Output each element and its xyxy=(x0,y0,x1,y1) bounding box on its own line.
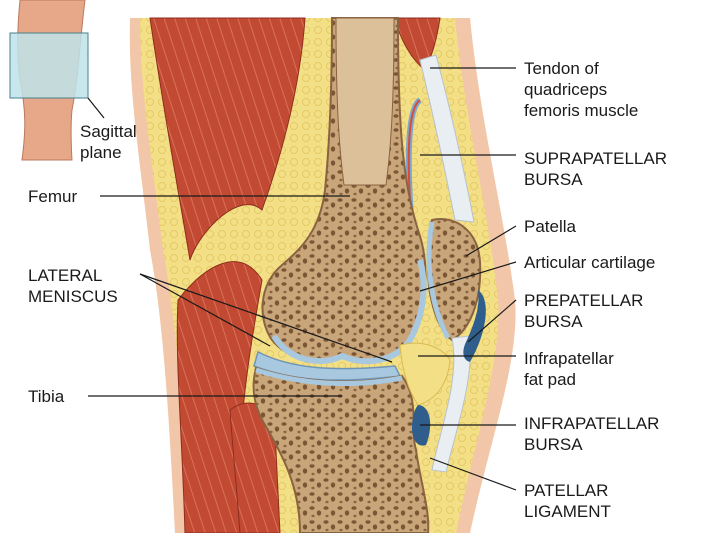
lateral-meniscus-label: LATERAL MENISCUS xyxy=(28,265,118,307)
patellar-ligament-label: PATELLAR LIGAMENT xyxy=(524,480,611,522)
infrapatellar-bursa-label-line2: BURSA xyxy=(524,434,659,455)
sagittal-plane-label-line2: plane xyxy=(80,142,137,163)
patella-label: Patella xyxy=(524,216,576,237)
plane-pointer-line xyxy=(88,98,104,118)
suprapatellar-bursa-label: SUPRAPATELLAR BURSA xyxy=(524,148,667,190)
suprapatellar-bursa-label-line2: BURSA xyxy=(524,169,667,190)
suprapatellar-bursa-label-line1: SUPRAPATELLAR xyxy=(524,148,667,169)
quadriceps-tendon-label-line1: Tendon of xyxy=(524,58,638,79)
patellar-ligament-label-line2: LIGAMENT xyxy=(524,501,611,522)
patellar-ligament-label-line1: PATELLAR xyxy=(524,480,611,501)
quadriceps-tendon-label-line3: femoris muscle xyxy=(524,100,638,121)
articular-cartilage-label: Articular cartilage xyxy=(524,252,655,273)
infrapatellar-bursa-label: INFRAPATELLAR BURSA xyxy=(524,413,659,455)
infrapatellar-fat-pad-label: Infrapatellar fat pad xyxy=(524,348,614,390)
infrapatellar-fat-pad-label-line1: Infrapatellar xyxy=(524,348,614,369)
quadriceps-tendon-label-line2: quadriceps xyxy=(524,79,638,100)
sagittal-plane-label-line1: Sagittal xyxy=(80,121,137,142)
tibia-label: Tibia xyxy=(28,386,64,407)
infrapatellar-fat-pad-label-line2: fat pad xyxy=(524,369,614,390)
lateral-meniscus-label-line1: LATERAL xyxy=(28,265,118,286)
femur-shaft xyxy=(336,18,394,185)
lateral-meniscus-label-line2: MENISCUS xyxy=(28,286,118,307)
prepatellar-bursa-label-line2: BURSA xyxy=(524,311,643,332)
quadriceps-tendon-label: Tendon of quadriceps femoris muscle xyxy=(524,58,638,121)
sagittal-plane-label: Sagittal plane xyxy=(80,121,137,163)
infrapatellar-bursa-label-line1: INFRAPATELLAR xyxy=(524,413,659,434)
prepatellar-bursa-label: PREPATELLAR BURSA xyxy=(524,290,643,332)
femur-label: Femur xyxy=(28,186,77,207)
prepatellar-bursa-label-line1: PREPATELLAR xyxy=(524,290,643,311)
sagittal-plane-box xyxy=(10,33,88,98)
